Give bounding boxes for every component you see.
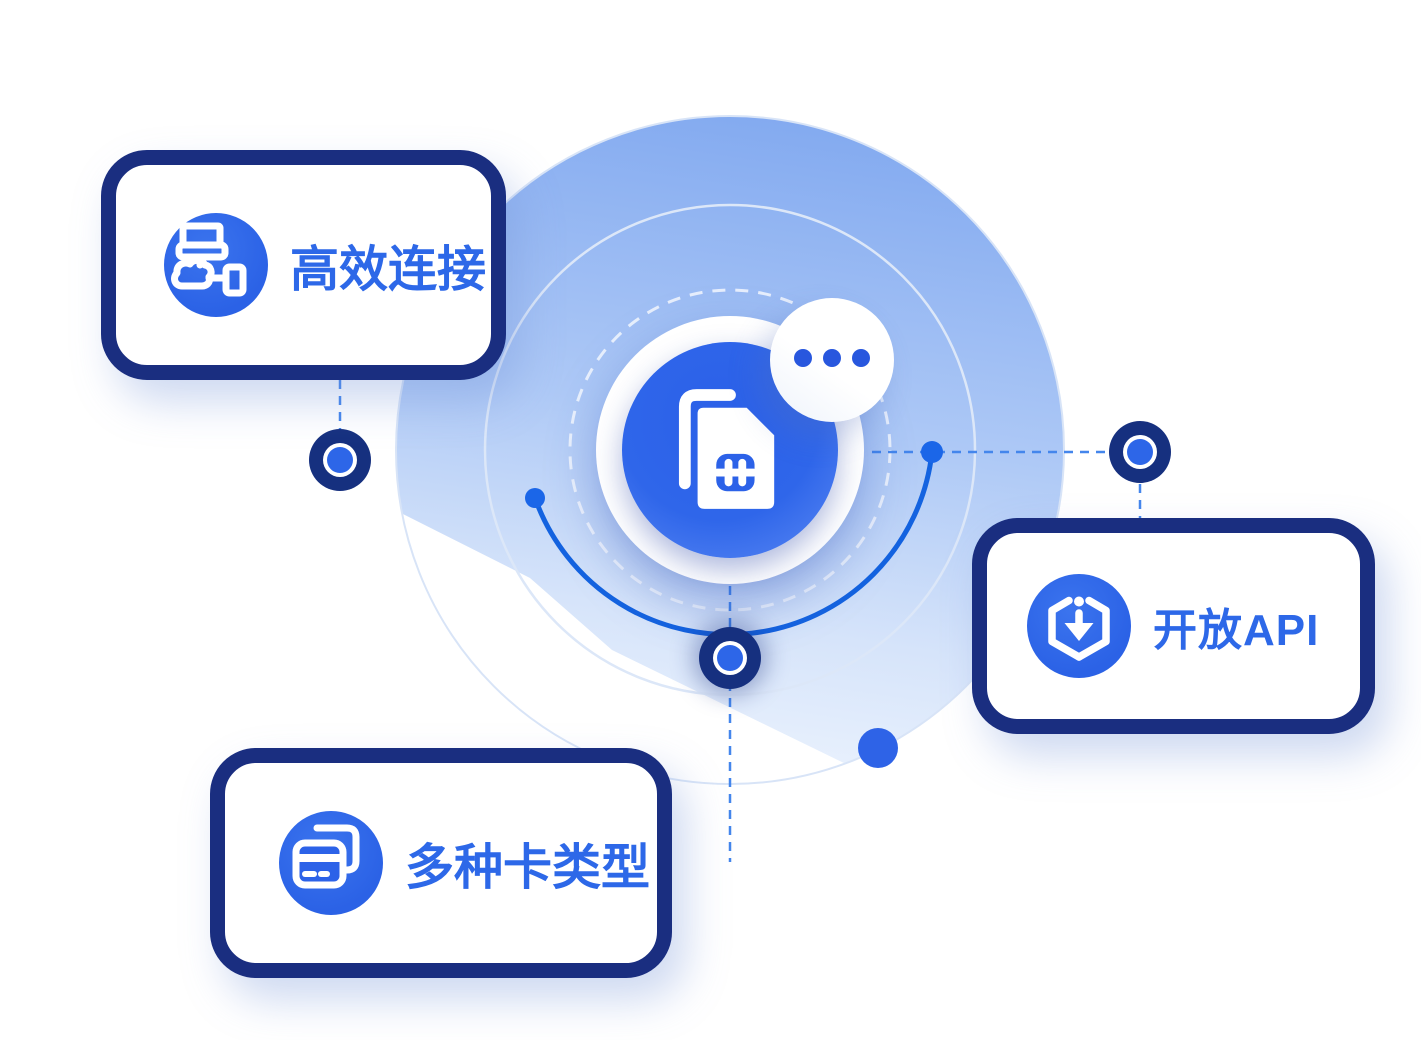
- laptop-network-icon: [164, 213, 268, 317]
- middle-ring-circle: [483, 203, 977, 697]
- bank-cards-icon: [279, 811, 383, 915]
- bank-cards-icon: [292, 824, 360, 889]
- ellipsis-dot: [794, 349, 812, 367]
- card-label: 高效连接: [290, 242, 487, 297]
- ellipsis-dot: [823, 349, 841, 367]
- dashed-ring-circle: [568, 288, 892, 612]
- arc-end-dot-left: [525, 488, 545, 508]
- sim-card-icon: [678, 389, 775, 509]
- feature-card-multi-card-types: 多种卡类型: [210, 748, 672, 978]
- package-download-icon: [1048, 596, 1110, 661]
- arc-end-dot-right: [921, 441, 943, 463]
- sim-card-badge: [622, 342, 838, 558]
- card-label: 开放API: [1153, 606, 1320, 655]
- ellipsis-dot: [852, 349, 870, 367]
- connector-node-bottom: [699, 627, 761, 689]
- package-download-icon: [1027, 574, 1131, 678]
- feature-card-efficient-connection: 高效连接: [101, 150, 506, 380]
- feature-card-open-api: 开放API: [972, 518, 1375, 734]
- connector-node-topleft: [309, 429, 371, 491]
- disc-facet-cut: [330, 505, 908, 828]
- laptop-network-icon: [171, 222, 247, 297]
- ellipsis-bubble: [770, 298, 894, 422]
- connector-node-right: [1109, 421, 1171, 483]
- card-label: 多种卡类型: [405, 840, 651, 895]
- orbit-arc: [532, 449, 935, 637]
- accent-dot: [858, 728, 898, 768]
